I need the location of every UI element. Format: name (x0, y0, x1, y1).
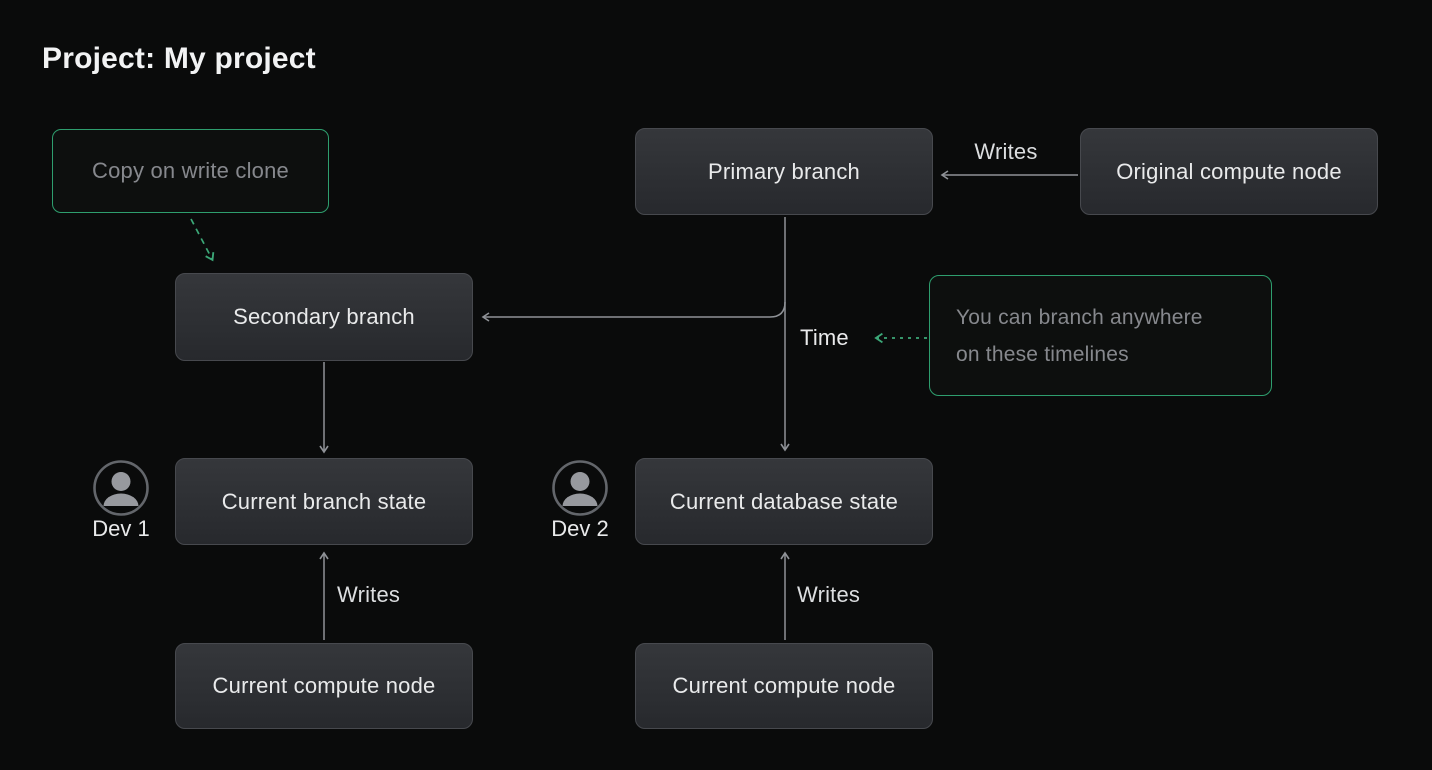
dev1-label: Dev 1 (92, 516, 150, 541)
arrow-branch-to-secondary (481, 301, 786, 322)
writes-top-label: Writes (974, 139, 1038, 164)
current-branch-state-label: Current branch state (221, 488, 427, 514)
time-label: Time (800, 325, 849, 350)
current-branch-state-node: Current branch state (175, 458, 473, 545)
branch-anywhere-callout: You can branch anywhere on these timelin… (929, 275, 1272, 396)
original-compute-label: Original compute node (1116, 158, 1342, 184)
user-icon (93, 460, 149, 516)
current-compute-node-left: Current compute node (175, 643, 473, 729)
user-icon (552, 460, 608, 516)
current-compute-node-right-label: Current compute node (672, 673, 896, 698)
writes-bottom-right-label: Writes (797, 582, 861, 607)
dashed-arrow-clone-to-secondary (190, 218, 215, 262)
current-database-state-label: Current database state (669, 488, 899, 514)
secondary-branch-label: Secondary branch (233, 304, 415, 329)
dev2-label: Dev 2 (551, 516, 609, 541)
current-database-state-node: Current database state (635, 458, 933, 545)
page-title: Project: My project (42, 42, 316, 75)
secondary-branch-node: Secondary branch (175, 273, 473, 361)
original-compute-node: Original compute node (1080, 128, 1378, 215)
current-compute-node-left-label: Current compute node (212, 673, 436, 698)
copy-on-write-clone-label: Copy on write clone (91, 158, 289, 183)
writes-bottom-left-label: Writes (337, 582, 401, 607)
primary-branch-node: Primary branch (635, 128, 933, 215)
copy-on-write-clone-callout: Copy on write clone (52, 129, 329, 213)
primary-branch-label: Primary branch (708, 158, 860, 184)
current-compute-node-right: Current compute node (635, 643, 933, 729)
branch-anywhere-line1: You can branch anywhere (956, 305, 1203, 329)
branch-anywhere-line2: on these timelines (956, 342, 1129, 366)
